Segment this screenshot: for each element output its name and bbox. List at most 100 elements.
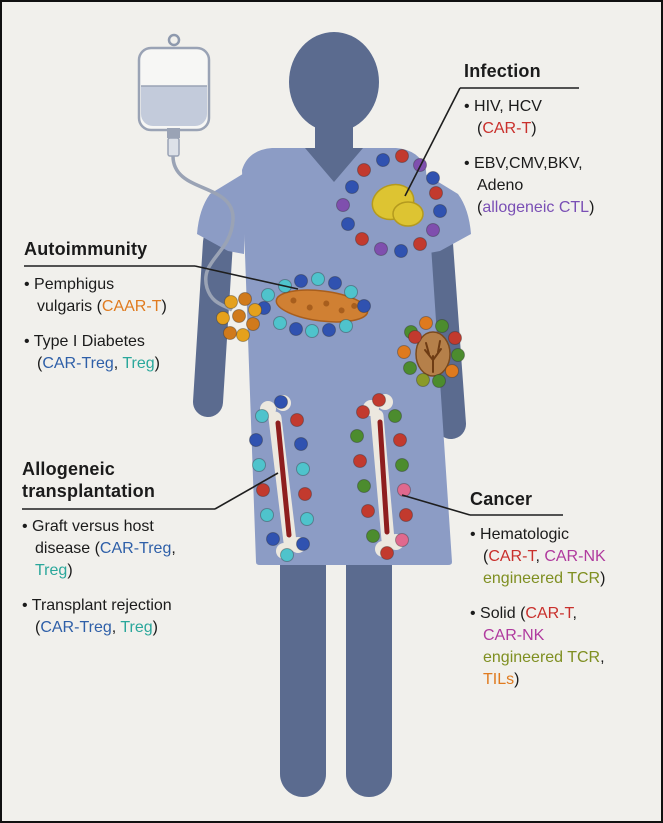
list-line: • HIV, HCV	[464, 96, 660, 118]
cell-dot	[256, 483, 270, 497]
text-segment: CAAR-T	[101, 298, 162, 315]
transplant-heading-line2: transplantation	[22, 481, 156, 501]
cell-dot	[366, 529, 380, 543]
iv-fluid	[141, 86, 207, 126]
text-segment: ,	[171, 540, 176, 557]
cell-dot	[429, 186, 443, 200]
list-line: (CAR-Treg, Treg)	[22, 617, 242, 639]
cell-dot	[248, 303, 262, 317]
text-segment: CAR-T	[488, 548, 536, 565]
cell-dot	[426, 223, 440, 237]
text-segment: (	[477, 120, 483, 137]
list-line: • Solid (CAR-T,	[470, 603, 661, 625]
list-line: (CAR-T, CAR-NK	[470, 546, 661, 568]
list-line: Treg)	[22, 560, 242, 582]
cell-dot	[300, 512, 314, 526]
cell-dot	[336, 198, 350, 212]
cell-dot	[232, 309, 246, 323]
autoimmunity-item-diabetes: • Type I Diabetes (CAR-Treg, Treg)	[24, 331, 229, 375]
text-segment: CAR-T	[482, 120, 532, 137]
cell-dot	[361, 504, 375, 518]
cell-dot	[216, 311, 230, 325]
text-segment: • Hematologic	[470, 526, 569, 543]
text-segment: CAR-NK	[483, 627, 545, 644]
text-segment: ,	[113, 355, 123, 372]
infection-section: Infection • HIV, HCV (CAR-T) • EBV,CMV,B…	[464, 60, 660, 219]
cell-dot	[376, 153, 390, 167]
transplant-heading-line1: Allogeneic	[22, 459, 116, 479]
text-segment: • Solid (	[470, 605, 526, 622]
autoimmunity-section: Autoimmunity • Pemphigus vulgaris (CAAR-…	[24, 238, 229, 375]
text-segment: CAR-Treg	[99, 540, 172, 557]
cell-dot	[372, 393, 386, 407]
text-segment: ,	[572, 605, 577, 622]
cell-dot	[395, 458, 409, 472]
cell-dot	[350, 429, 364, 443]
cell-dot	[345, 180, 359, 194]
list-line: • Type I Diabetes	[24, 331, 229, 353]
cell-dot	[355, 232, 369, 246]
text-segment: vulgaris (	[37, 298, 102, 315]
cancer-item-solid: • Solid (CAR-T, CAR-NK engineered TCR, T…	[470, 603, 661, 691]
patient-figure	[193, 32, 471, 797]
list-line: (CAR-Treg, Treg)	[24, 353, 229, 375]
text-segment: )	[514, 671, 520, 688]
cell-dot	[394, 244, 408, 258]
text-segment: CAR-Treg	[40, 619, 112, 636]
list-line: vulgaris (CAAR-T)	[24, 296, 229, 318]
list-line: (CAR-T)	[464, 118, 660, 140]
text-segment: )	[154, 355, 160, 372]
cell-dot	[426, 171, 440, 185]
cell-dot	[344, 285, 358, 299]
text-segment: Treg	[122, 355, 155, 372]
cell-dot	[380, 546, 394, 560]
cell-dot	[236, 328, 250, 342]
cell-cluster-pancreas	[257, 272, 371, 338]
cell-dot	[393, 433, 407, 447]
iv-bag	[137, 33, 235, 312]
cell-dot	[255, 409, 269, 423]
list-line: • EBV,CMV,BKV,	[464, 153, 660, 175]
cell-dot	[445, 364, 459, 378]
cell-dot	[296, 537, 310, 551]
cell-dot	[298, 487, 312, 501]
cell-dot	[419, 316, 433, 330]
cell-dot	[339, 319, 353, 333]
head	[289, 32, 379, 132]
text-segment: • HIV, HCV	[464, 98, 542, 115]
cell-dot	[357, 163, 371, 177]
left-arm	[193, 227, 233, 417]
autoimmunity-item-pemphigus: • Pemphigus vulgaris (CAAR-T)	[24, 274, 229, 318]
right-arm	[423, 229, 466, 439]
cancer-item-hematologic: • Hematologic (CAR-T, CAR-NK engineered …	[470, 524, 661, 590]
text-segment: ,	[535, 548, 545, 565]
cell-dot	[357, 299, 371, 313]
cell-dot	[433, 204, 447, 218]
iv-tube	[171, 155, 235, 312]
list-line: • Pemphigus	[24, 274, 229, 296]
cell-dot	[223, 326, 237, 340]
text-segment: • Type I Diabetes	[24, 333, 145, 350]
infection-item-viral: • HIV, HCV (CAR-T)	[464, 96, 660, 140]
cell-cluster-tumor	[397, 316, 465, 388]
text-segment: • EBV,CMV,BKV,	[464, 155, 583, 172]
cell-dot	[296, 462, 310, 476]
text-segment: )	[589, 199, 595, 216]
cell-dot	[397, 345, 411, 359]
text-segment: allogeneic CTL	[482, 199, 590, 216]
cell-dot	[249, 433, 263, 447]
text-segment: • Pemphigus	[24, 276, 115, 293]
cell-dot	[305, 324, 319, 338]
cell-dot	[273, 316, 287, 330]
cell-dot	[435, 319, 449, 333]
cell-dot	[274, 395, 288, 409]
text-segment: Adeno	[477, 177, 524, 194]
iv-hanger-hook	[167, 33, 181, 47]
cell-dot	[322, 323, 336, 337]
text-segment: )	[531, 120, 537, 137]
text-segment: )	[161, 298, 167, 315]
text-segment: engineered TCR	[483, 649, 601, 666]
cell-dot	[357, 479, 371, 493]
lymph-node-organ	[415, 331, 451, 377]
